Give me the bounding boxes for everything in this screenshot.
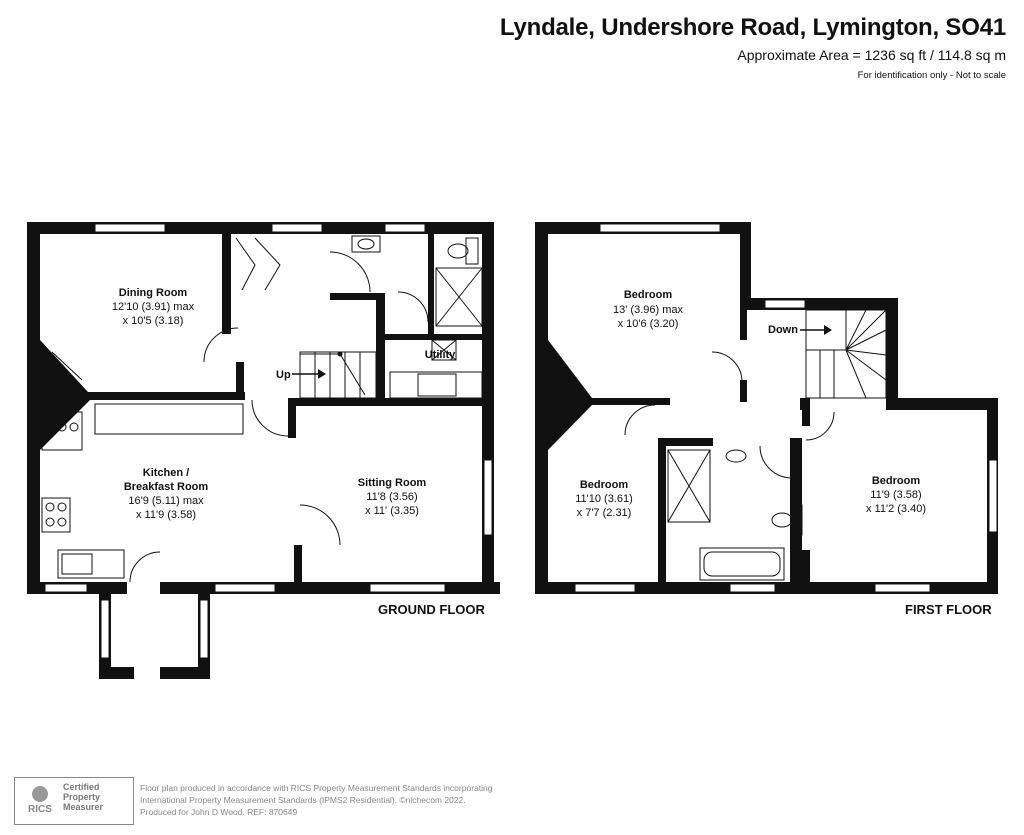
down-arrow [800, 325, 832, 335]
first-floor-plan: Bedroom 13' (3.96) max x 10'6 (3.20) Bed… [535, 222, 998, 617]
ground-floor-windows [44, 223, 493, 659]
ground-floor-label: GROUND FLOOR [378, 602, 485, 617]
kitchen-dim2: x 11'9 (3.58) [136, 509, 196, 521]
bedroom1-dim2: x 10'6 (3.20) [618, 318, 679, 330]
bedroom2-name: Bedroom [580, 479, 629, 491]
bedroom1-dim1: 13' (3.96) max [613, 304, 683, 316]
approximate-area: Approximate Area = 1236 sq ft / 114.8 sq… [737, 47, 1006, 63]
footer-notes: Floor plan produced in accordance with R… [140, 782, 492, 818]
bedroom2-dim1: 11'10 (3.61) [575, 493, 633, 505]
ground-floor-stairs [299, 351, 377, 399]
bedroom3-dim2: x 11'2 (3.40) [866, 503, 926, 515]
rics-logo: RICS [19, 786, 61, 822]
rics-certified-badge: RICS Certified Property Measurer [14, 777, 134, 825]
property-title: Lyndale, Undershore Road, Lymington, SO4… [499, 14, 1006, 41]
first-floor-label: FIRST FLOOR [905, 602, 992, 617]
up-arrow [292, 369, 326, 379]
sitting-room-name: Sitting Room [358, 477, 427, 489]
badge-line3: Measurer [63, 802, 104, 812]
bedroom3-name: Bedroom [872, 475, 921, 487]
first-floor-windows [574, 223, 998, 593]
dining-room-dim2: x 10'5 (3.18) [123, 315, 184, 327]
badge-line2: Property [63, 792, 101, 802]
first-floor-stairs [805, 309, 887, 399]
sitting-room-dim2: x 11' (3.35) [365, 505, 419, 517]
kitchen-name-line2: Breakfast Room [124, 481, 209, 493]
dining-room-dim1: 12'10 (3.91) max [112, 301, 195, 313]
ground-floor-plan: Dining Room 12'10 (3.91) max x 10'5 (3.1… [27, 222, 500, 679]
footer-line2: International Property Measurement Stand… [140, 795, 466, 805]
dining-room-name: Dining Room [119, 287, 188, 299]
footer-line1: Floor plan produced in accordance with R… [140, 783, 493, 793]
badge-line1: Certified [63, 782, 100, 792]
kitchen-name-line1: Kitchen / [143, 467, 189, 479]
bedroom1-name: Bedroom [624, 289, 673, 301]
kitchen-dim1: 16'9 (5.11) max [128, 495, 204, 507]
first-floor-walls [535, 222, 998, 594]
scale-disclaimer: For identification only - Not to scale [857, 70, 1006, 81]
footer-line3: Produced for John D Wood. REF: 870649 [140, 807, 298, 817]
down-label: Down [768, 324, 798, 336]
up-label: Up [276, 369, 291, 381]
bedroom2-dim2: x 7'7 (2.31) [577, 507, 632, 519]
utility-name: Utility [425, 349, 456, 361]
bedroom3-dim1: 11'9 (3.58) [870, 489, 921, 501]
sitting-room-dim1: 11'8 (3.56) [366, 491, 417, 503]
